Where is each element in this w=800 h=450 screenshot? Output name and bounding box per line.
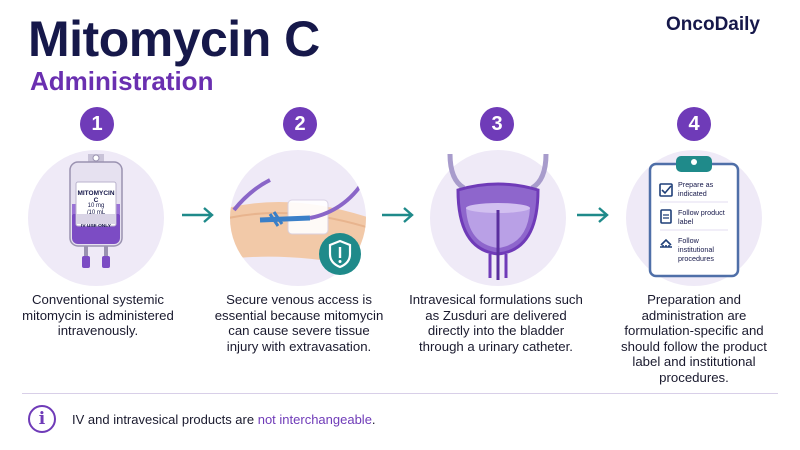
footer-text-end: .: [371, 412, 376, 427]
step-4-illustration: Prepare as indicated Follow product labe…: [626, 150, 762, 286]
step-1-number: 1: [80, 107, 114, 141]
footer-text-start: IV and intravesical products are: [72, 412, 258, 427]
bladder-icon: [447, 153, 549, 280]
step-2-number: 2: [283, 107, 317, 141]
checklist-item-1: Prepare as indicated: [678, 180, 714, 198]
bag-label-dose-2: /10 mL: [86, 210, 106, 216]
step-4-description: Preparation and administration are formu…: [621, 292, 767, 385]
arrow-right-icon: [577, 207, 609, 223]
page-subtitle: Administration: [30, 66, 214, 96]
bag-label-route: IV USE ONLY: [81, 224, 111, 229]
bag-label-name: MITOMYCIN C: [77, 190, 115, 204]
page-title: Mitomycin C: [28, 11, 320, 67]
checklist-item-2: Follow product label: [678, 208, 725, 226]
step-1-illustration: MITOMYCIN C 10 mg /10 mL IV USE ONLY: [28, 150, 164, 286]
info-icon: i: [28, 405, 56, 433]
step-3-description: Intravesical formulations such as Zusdur…: [409, 292, 583, 354]
step-3-number: 3: [480, 107, 514, 141]
arrow-right-icon: [182, 207, 214, 223]
step-1-description: Conventional systemic mitomycin is admin…: [22, 292, 174, 338]
clipboard-icon: [648, 156, 740, 278]
step-3-illustration: [430, 150, 566, 286]
bag-label-dose-1: 10 mg: [87, 203, 105, 209]
step-4-number: 4: [677, 107, 711, 141]
footer-emphasis: not interchangeable: [257, 412, 372, 427]
arrow-right-icon: [382, 207, 414, 223]
footer-divider: [22, 393, 778, 394]
brand-logo: OncoDaily: [666, 14, 760, 35]
shield-alert-icon: [319, 233, 361, 275]
checklist-item-3: Follow institutional procedures: [678, 236, 714, 263]
step-2-illustration: [230, 150, 366, 286]
iv-bag-icon: [69, 154, 123, 268]
footer-note: IV and intravesical products are not int…: [72, 412, 376, 427]
step-2-description: Secure venous access is essential becaus…: [214, 292, 384, 354]
